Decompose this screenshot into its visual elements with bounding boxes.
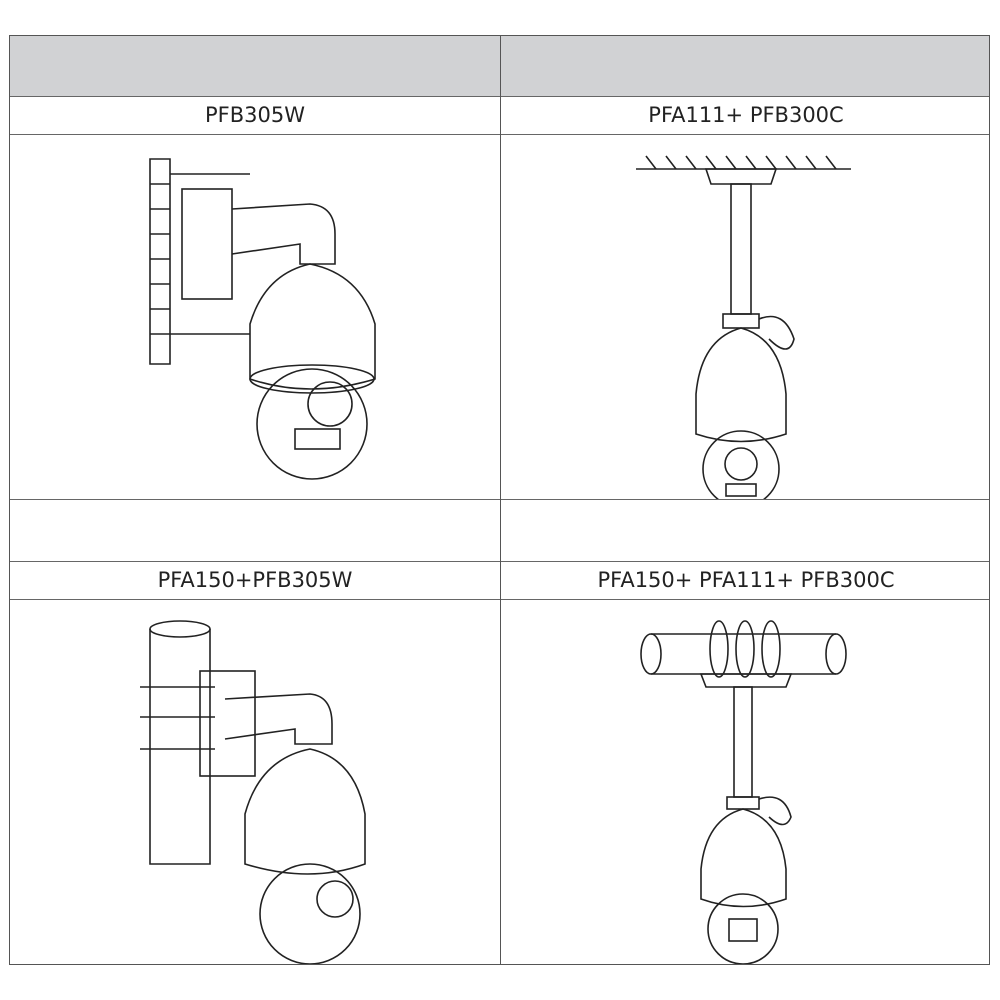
label-pfa111-pfb300c: PFA111+ PFB300C [648,103,844,127]
pole-pendant-mount-camera-drawing [501,599,991,964]
label-pfa150-pfa111-pfb300c: PFA150+ PFA111+ PFB300C [597,568,895,592]
ceiling-mount-camera-drawing [501,134,991,499]
header-row [10,36,989,96]
mount-options-table: PFB305W PFA111+ PFB300C PFA150+PFB305W P… [9,35,990,965]
pole-wall-mount-camera-drawing [10,599,500,964]
label-pfa150-pfb305w: PFA150+PFB305W [157,568,353,592]
wall-mount-camera-drawing [10,134,500,499]
label-pfb305w: PFB305W [205,103,305,127]
